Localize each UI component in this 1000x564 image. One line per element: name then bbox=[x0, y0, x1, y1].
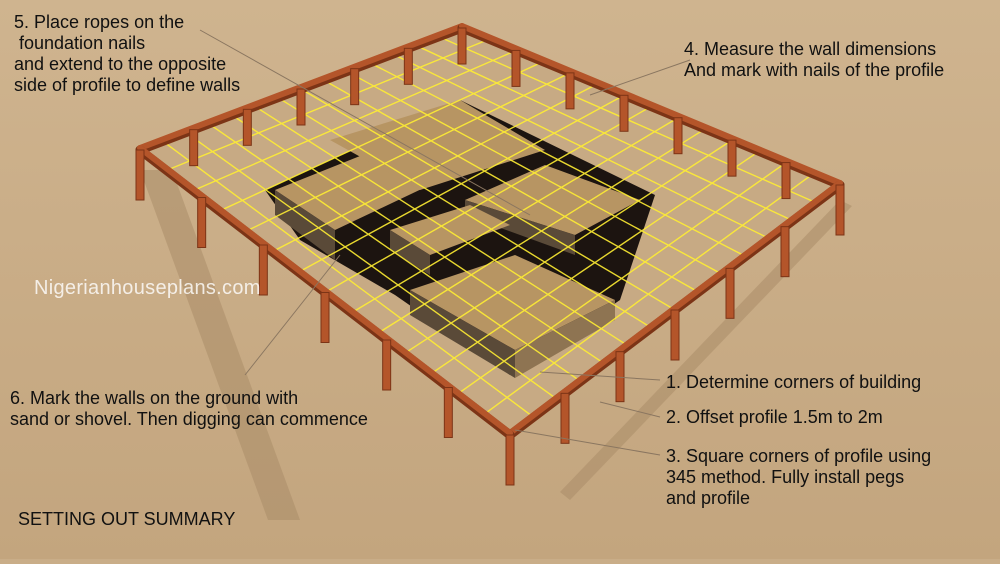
rope-line bbox=[456, 161, 787, 395]
rope-lines bbox=[162, 36, 817, 418]
profile-peg bbox=[242, 108, 252, 146]
profile-peg bbox=[189, 129, 199, 167]
step4-label: 4. Measure the wall dimensions And mark … bbox=[684, 39, 945, 80]
profile-peg bbox=[443, 387, 453, 438]
profile-peg bbox=[258, 244, 268, 296]
profile-peg bbox=[320, 292, 330, 343]
rope-line bbox=[323, 79, 699, 293]
profile-peg bbox=[135, 149, 145, 201]
leader-step4 bbox=[589, 59, 691, 96]
profile-peg bbox=[673, 117, 683, 155]
profile-peg bbox=[403, 47, 413, 85]
soil-block-mid-face bbox=[390, 230, 430, 275]
step5-label: 5. Place ropes on the foundation nails a… bbox=[14, 12, 241, 95]
profile-peg bbox=[619, 94, 629, 132]
step1-label: 1. Determine corners of building bbox=[666, 372, 922, 392]
rope-line bbox=[346, 70, 723, 275]
profile-board bbox=[459, 23, 843, 186]
leader-step1 bbox=[539, 371, 661, 381]
rope-line bbox=[483, 173, 814, 416]
rope-line bbox=[430, 150, 760, 375]
profile-peg bbox=[727, 139, 737, 177]
step2-label: 2. Offset profile 1.5m to 2m bbox=[666, 407, 883, 427]
soil-block-right-face bbox=[465, 200, 575, 255]
profile-peg bbox=[350, 68, 360, 106]
profile-peg bbox=[670, 309, 680, 361]
soil-block-mid bbox=[390, 205, 510, 255]
profile-peg bbox=[457, 27, 467, 65]
profile-board bbox=[507, 180, 843, 436]
soil-block-right bbox=[465, 165, 640, 235]
profile-peg bbox=[835, 184, 845, 236]
rope-line bbox=[324, 105, 652, 294]
leader-step3 bbox=[514, 429, 661, 456]
rope-line bbox=[403, 139, 733, 355]
leader-step6 bbox=[244, 254, 341, 376]
rope-line bbox=[369, 62, 747, 258]
frame-shadows bbox=[140, 170, 852, 520]
profile-peg bbox=[565, 72, 575, 110]
rope-line bbox=[351, 117, 679, 314]
leader-step2 bbox=[599, 401, 661, 418]
rope-line bbox=[377, 128, 706, 334]
profile-peg bbox=[197, 197, 207, 248]
profile-peg bbox=[511, 49, 521, 87]
watermark: Nigerianhouseplans.com bbox=[34, 277, 261, 299]
step6-label: 6. Mark the walls on the ground with san… bbox=[10, 388, 368, 429]
soil-block-bottom-side bbox=[515, 300, 615, 378]
leader-step5 bbox=[199, 29, 531, 216]
rope-line bbox=[415, 44, 794, 222]
profile-board bbox=[137, 145, 513, 436]
profile-peg bbox=[560, 392, 570, 444]
profile-peg bbox=[725, 267, 735, 319]
profile-peg bbox=[382, 339, 392, 391]
step3-label: 3. Square corners of profile using 345 m… bbox=[666, 446, 932, 508]
profile-peg bbox=[780, 226, 790, 278]
profile-peg bbox=[505, 434, 515, 486]
profile-peg bbox=[781, 162, 791, 200]
callout-leaders bbox=[199, 29, 691, 456]
rope-line bbox=[392, 53, 770, 240]
diagram-title: SETTING OUT SUMMARY bbox=[18, 509, 236, 529]
profile-peg bbox=[296, 88, 306, 126]
